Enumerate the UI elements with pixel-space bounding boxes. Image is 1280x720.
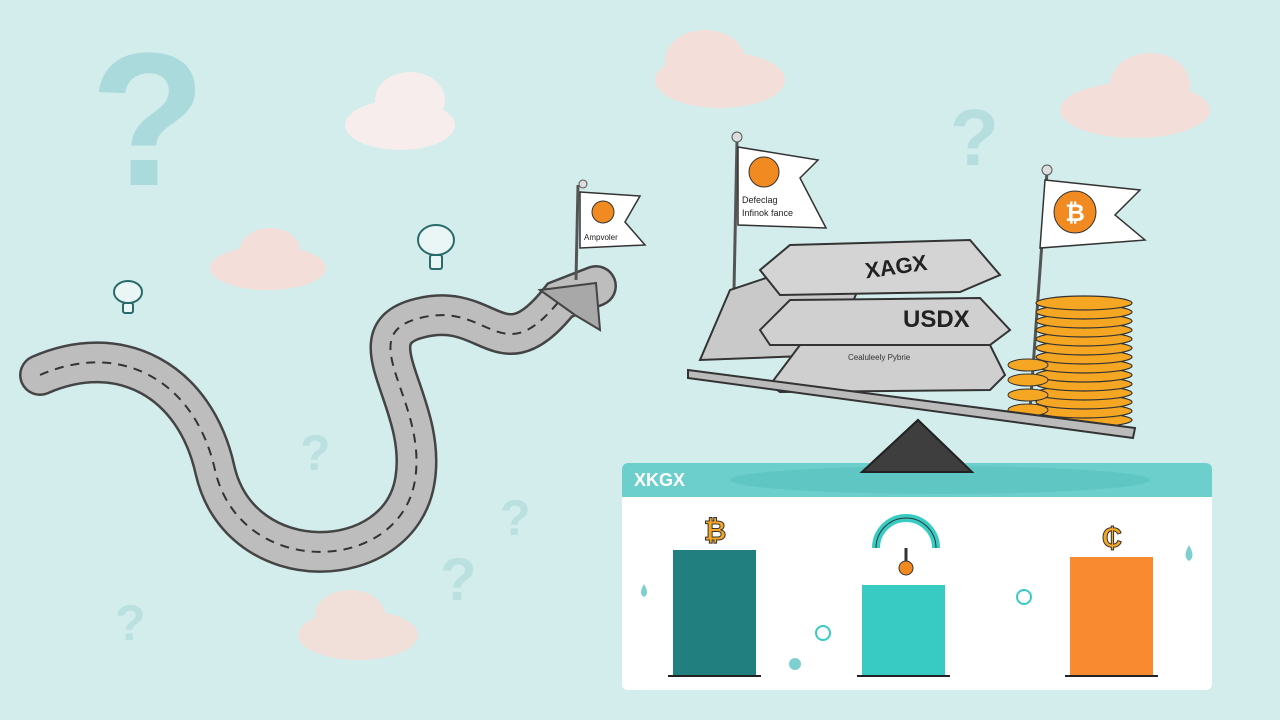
cloud-icon: [1060, 53, 1210, 138]
question-mark-icon: ?: [115, 595, 146, 651]
clouds: [210, 30, 1210, 660]
chart-panel: XKGX ₿ ₵: [622, 418, 1212, 690]
gauge-icon: [872, 514, 940, 576]
cedi-icon: ₵: [1102, 522, 1122, 553]
question-mark-icon: ?: [950, 93, 999, 182]
flag-right: ₿: [1028, 164, 1147, 411]
orange-coin-icon: [748, 156, 780, 188]
flag-small-caption: Ampvoler: [584, 233, 618, 242]
coin: [1007, 358, 1049, 372]
cloud-icon: [345, 72, 455, 150]
bar-label-middle: USDX: [903, 306, 970, 333]
bar-bitcoin-icon: [673, 550, 756, 676]
flag-left-line1: Defeclag: [742, 195, 778, 205]
brain-bulb-icon: [417, 224, 455, 270]
question-mark-icon: ?: [300, 425, 331, 481]
coin: [1007, 373, 1049, 387]
cloud-icon: [210, 228, 326, 290]
question-mark-icon: ?: [440, 546, 477, 613]
bar-gauge-icon: [862, 585, 945, 676]
background-decor: ? ? ? ? ? ?: [90, 14, 999, 651]
cloud-icon: [298, 590, 418, 660]
panel-title: XKGX: [634, 470, 685, 490]
flag-left: Defeclag Infinok fance: [731, 131, 828, 341]
coin: [1035, 295, 1133, 311]
coin-stack: [1007, 295, 1133, 428]
bitcoin-icon: ₿: [704, 515, 727, 546]
bitcoin-icon: [1053, 190, 1097, 234]
bar-label-bottom: Cealuleely Pybrie: [848, 353, 911, 362]
flag-small: Ampvoler: [574, 179, 647, 281]
silver-bars: XAGX USDX Cealuleely Pybrie: [698, 238, 1012, 394]
coin: [1007, 388, 1049, 402]
question-mark-icon: ?: [500, 490, 531, 546]
droplet-icon: [641, 545, 1193, 670]
flag-right-symbol: ₿: [1065, 200, 1085, 227]
bitcoin-coin-icon: [591, 200, 615, 224]
cloud-icon: [655, 30, 785, 108]
bar-cedi-icon: [1070, 557, 1153, 676]
question-mark-icon: ?: [90, 14, 206, 226]
winding-road: [19, 265, 617, 573]
flag-left-line2: Infinok fance: [742, 208, 793, 218]
brain-bulb-icon: [113, 280, 143, 314]
